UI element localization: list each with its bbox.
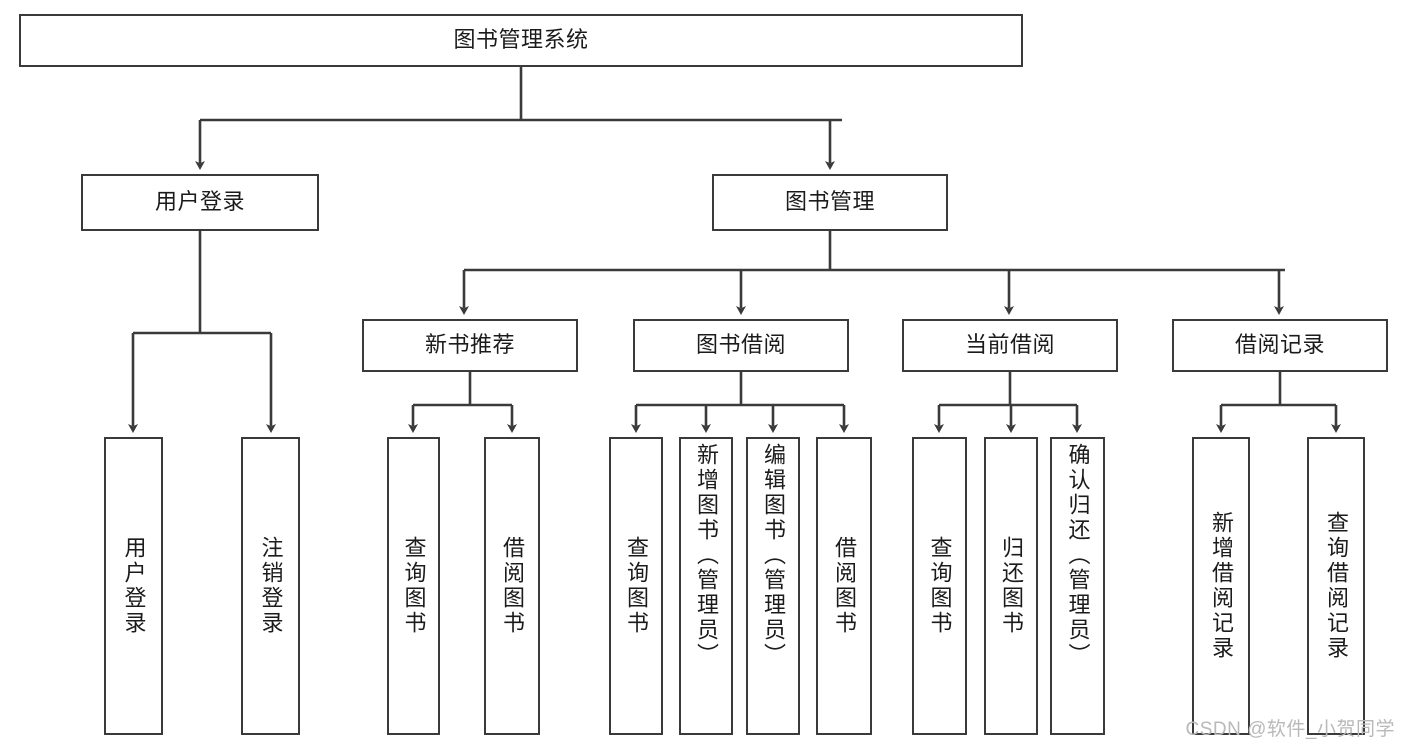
node-new-book-recommend-label: 新书推荐 bbox=[424, 332, 515, 358]
node-new-book-recommend[interactable]: 新书推荐 bbox=[362, 319, 578, 372]
node-leaf-edit-book-label: 编辑图书（管理员） bbox=[761, 443, 786, 668]
node-book-manage[interactable]: 图书管理 bbox=[712, 174, 948, 231]
node-root[interactable]: 图书管理系统 bbox=[19, 14, 1023, 67]
node-leaf-borrow-book-2[interactable]: 借阅图书 bbox=[816, 437, 872, 735]
node-leaf-query-book-1[interactable]: 查询图书 bbox=[387, 437, 440, 735]
node-leaf-logout-label: 注销登录 bbox=[258, 536, 284, 636]
node-leaf-borrow-book-2-label: 借阅图书 bbox=[832, 536, 857, 636]
node-leaf-query-book-3-label: 查询图书 bbox=[927, 536, 953, 636]
node-current-borrow[interactable]: 当前借阅 bbox=[902, 319, 1118, 372]
node-leaf-confirm-return[interactable]: 确认归还（管理员） bbox=[1050, 437, 1105, 735]
node-leaf-query-record[interactable]: 查询借阅记录 bbox=[1307, 437, 1365, 735]
node-book-borrow[interactable]: 图书借阅 bbox=[633, 319, 849, 372]
node-leaf-query-book-1-label: 查询图书 bbox=[401, 536, 427, 636]
node-leaf-add-book[interactable]: 新增图书（管理员） bbox=[679, 437, 733, 735]
node-book-manage-label: 图书管理 bbox=[784, 189, 875, 215]
node-leaf-add-book-label: 新增图书（管理员） bbox=[694, 443, 719, 668]
node-borrow-record[interactable]: 借阅记录 bbox=[1172, 319, 1388, 372]
node-leaf-return-book-label: 归还图书 bbox=[999, 536, 1024, 636]
node-leaf-add-record-label: 新增借阅记录 bbox=[1209, 511, 1234, 661]
node-leaf-query-book-2-label: 查询图书 bbox=[624, 536, 649, 636]
node-leaf-confirm-return-label: 确认归还（管理员） bbox=[1065, 443, 1091, 668]
node-book-borrow-label: 图书借阅 bbox=[695, 332, 786, 358]
node-leaf-user-login[interactable]: 用户登录 bbox=[104, 437, 163, 735]
watermark-text: CSDN @软件_小贺同学 bbox=[1185, 719, 1395, 740]
node-leaf-query-book-3[interactable]: 查询图书 bbox=[912, 437, 967, 735]
node-leaf-user-login-label: 用户登录 bbox=[121, 536, 147, 636]
node-leaf-logout[interactable]: 注销登录 bbox=[241, 437, 300, 735]
node-leaf-borrow-book-1-label: 借阅图书 bbox=[500, 536, 525, 636]
node-leaf-query-record-label: 查询借阅记录 bbox=[1324, 511, 1349, 661]
node-borrow-record-label: 借阅记录 bbox=[1234, 332, 1325, 358]
node-leaf-query-book-2[interactable]: 查询图书 bbox=[609, 437, 663, 735]
node-leaf-return-book[interactable]: 归还图书 bbox=[984, 437, 1038, 735]
node-user-login[interactable]: 用户登录 bbox=[81, 174, 319, 231]
node-user-login-label: 用户登录 bbox=[154, 189, 245, 215]
node-current-borrow-label: 当前借阅 bbox=[964, 332, 1055, 358]
node-leaf-add-record[interactable]: 新增借阅记录 bbox=[1192, 437, 1250, 735]
node-leaf-borrow-book-1[interactable]: 借阅图书 bbox=[484, 437, 540, 735]
node-leaf-edit-book[interactable]: 编辑图书（管理员） bbox=[746, 437, 800, 735]
node-root-label: 图书管理系统 bbox=[453, 27, 589, 53]
